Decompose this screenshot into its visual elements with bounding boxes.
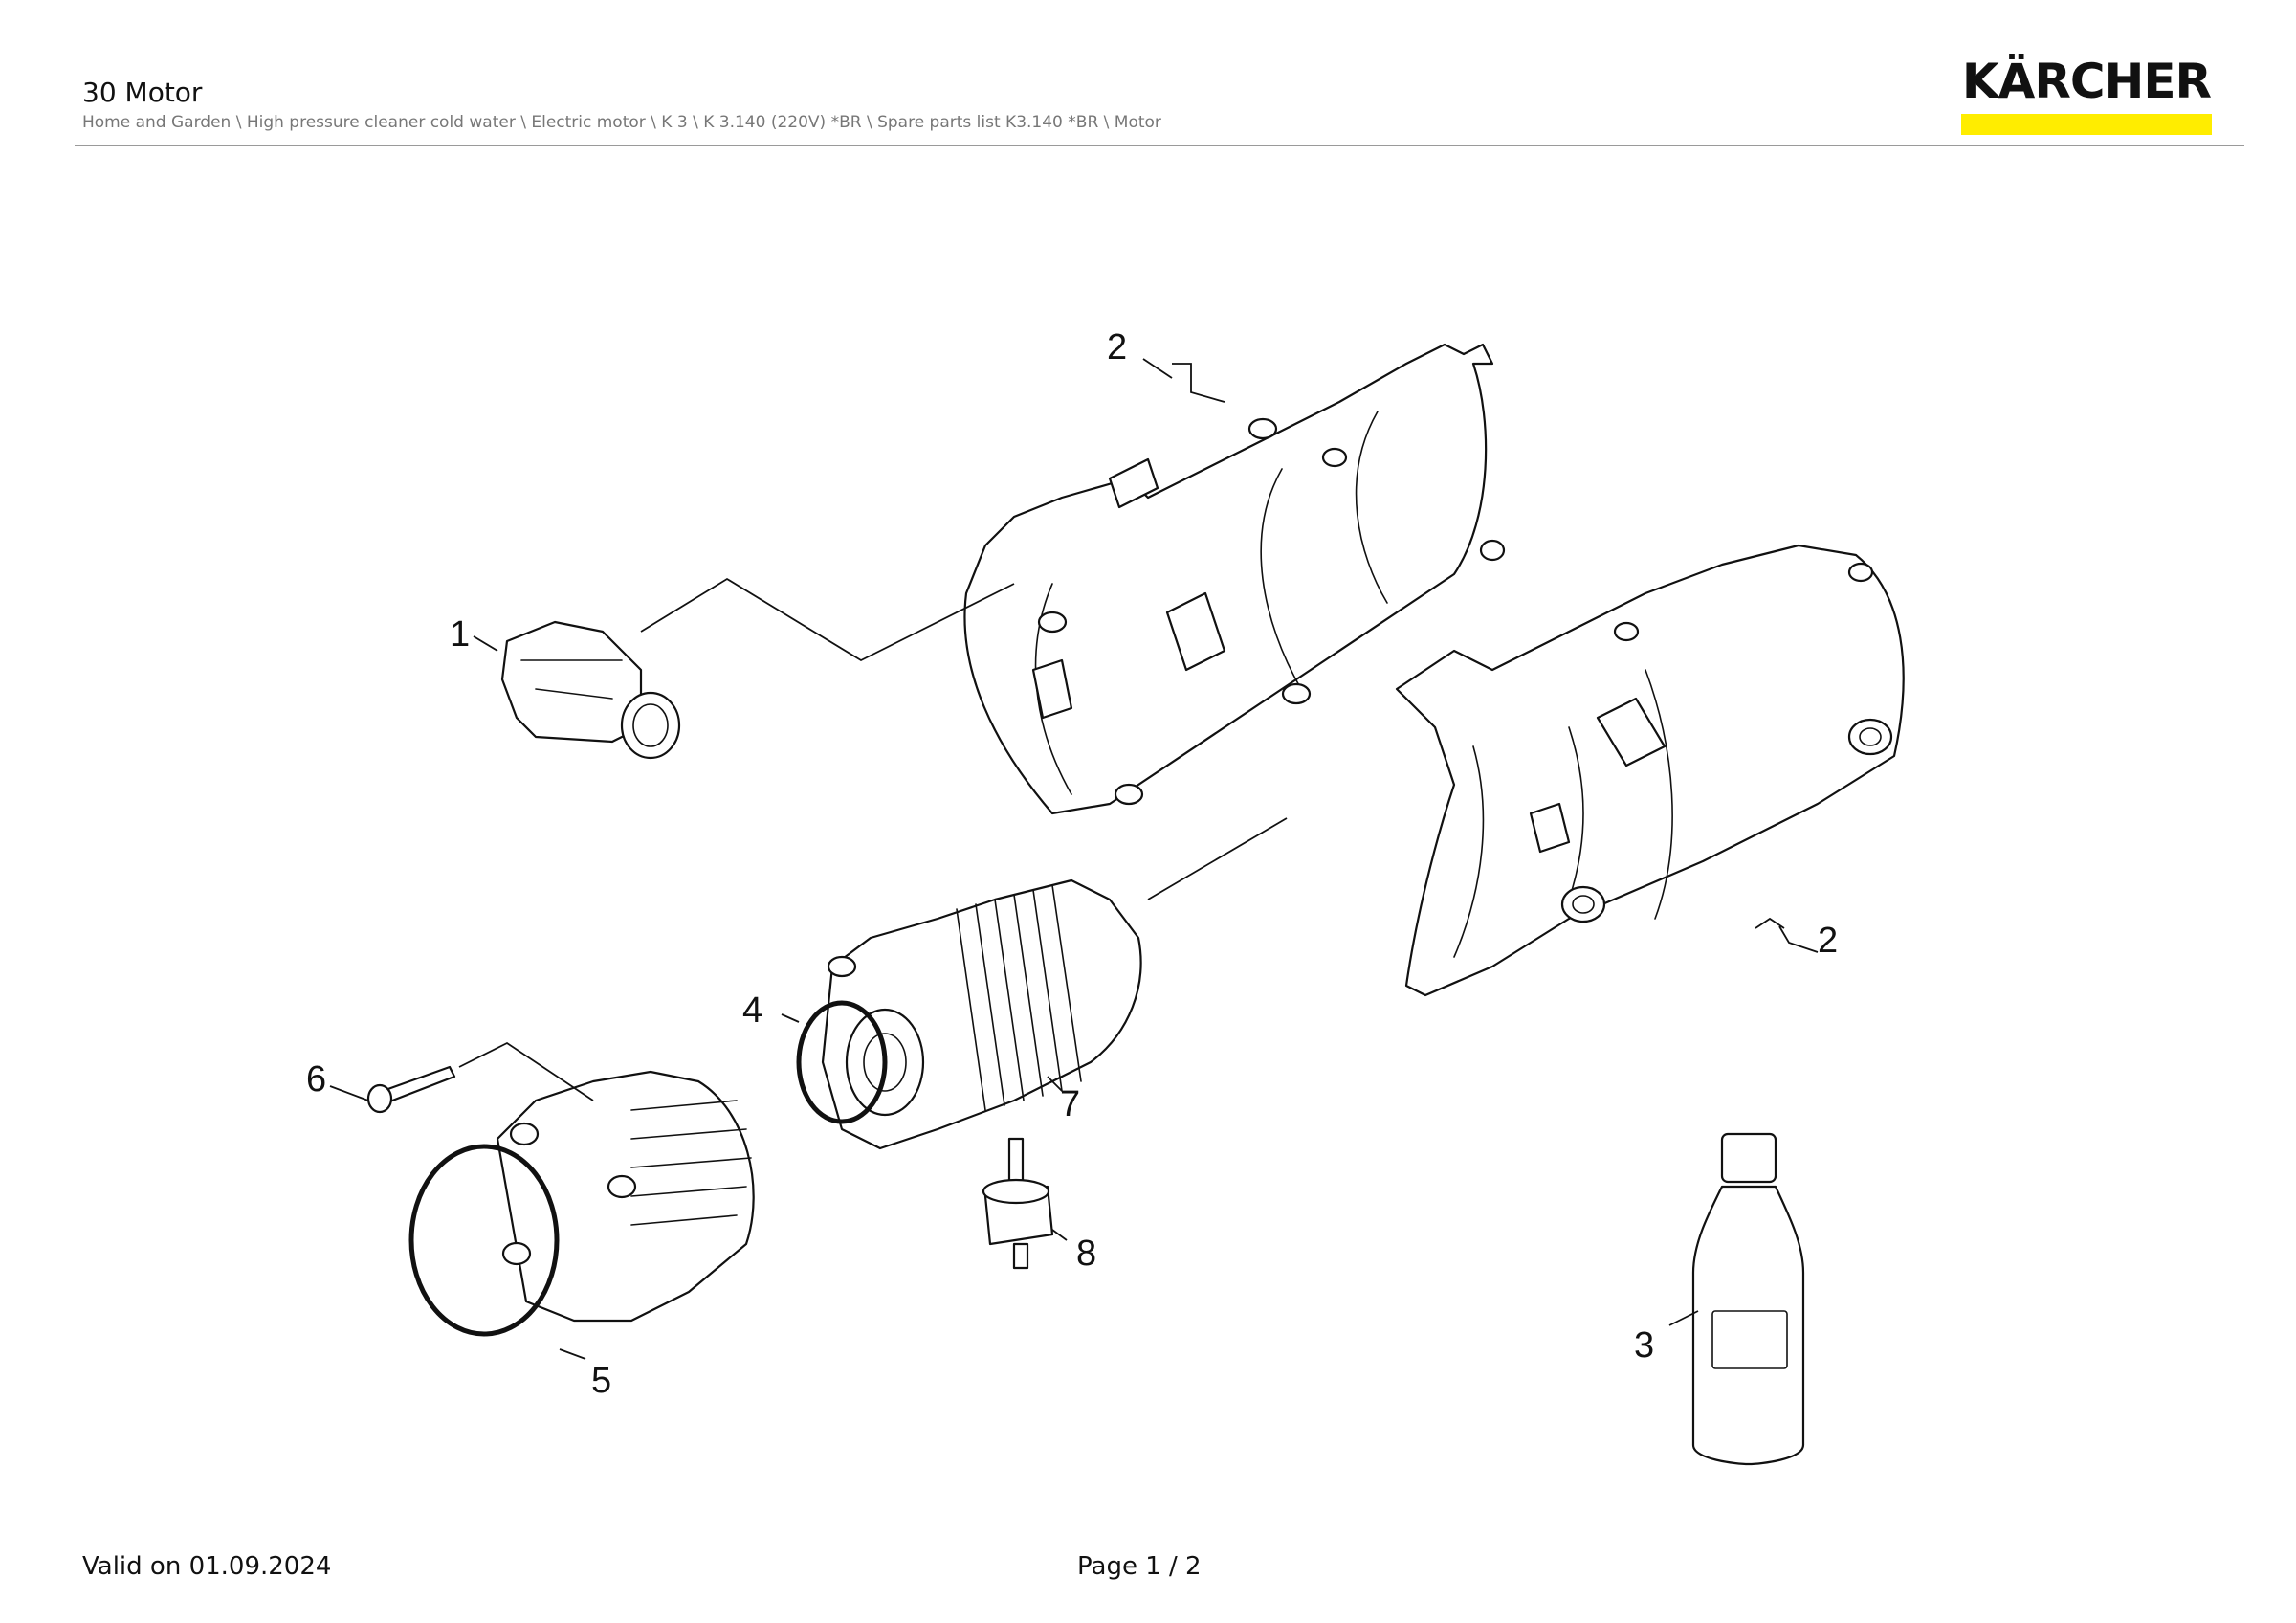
header-divider: [75, 145, 2244, 146]
callout-5: 5: [591, 1361, 611, 1401]
callout-4: 4: [742, 990, 762, 1031]
housing-half-lower-icon[interactable]: [1395, 544, 1905, 997]
karcher-logo: KÄRCHER: [1961, 54, 2212, 109]
exploded-parts-diagram: 1 2 2 3 4 5 6 7 8: [306, 327, 1905, 1466]
pump-head-icon[interactable]: [408, 1070, 755, 1337]
housing-half-upper-icon[interactable]: [963, 343, 1506, 815]
page-title: 30 Motor: [82, 77, 203, 108]
breadcrumb: Home and Garden \ High pressure cleaner …: [82, 113, 1161, 132]
capacitor-icon[interactable]: [982, 1137, 1054, 1270]
callout-2-lower: 2: [1818, 921, 1838, 961]
electric-motor-icon[interactable]: [821, 878, 1142, 1150]
callout-6: 6: [306, 1059, 326, 1100]
callout-8: 8: [1076, 1234, 1096, 1274]
valid-date-text: Valid on 01.09.2024: [82, 1552, 332, 1581]
switch-assembly-icon[interactable]: [500, 620, 681, 760]
callout-3: 3: [1634, 1325, 1654, 1366]
leader-lines: [329, 358, 1819, 1360]
o-ring-small-icon[interactable]: [796, 1000, 888, 1124]
callout-7: 7: [1060, 1084, 1080, 1124]
page-header: 30 Motor Home and Garden \ High pressure…: [0, 0, 2296, 153]
callout-1: 1: [450, 614, 470, 655]
karcher-logo-bar: [1961, 114, 2212, 135]
callout-2-upper: 2: [1107, 327, 1127, 367]
oil-bottle-icon[interactable]: [1691, 1132, 1805, 1466]
page-number-text: Page 1 / 2: [1077, 1552, 1202, 1581]
screw-icon[interactable]: [366, 1065, 456, 1114]
